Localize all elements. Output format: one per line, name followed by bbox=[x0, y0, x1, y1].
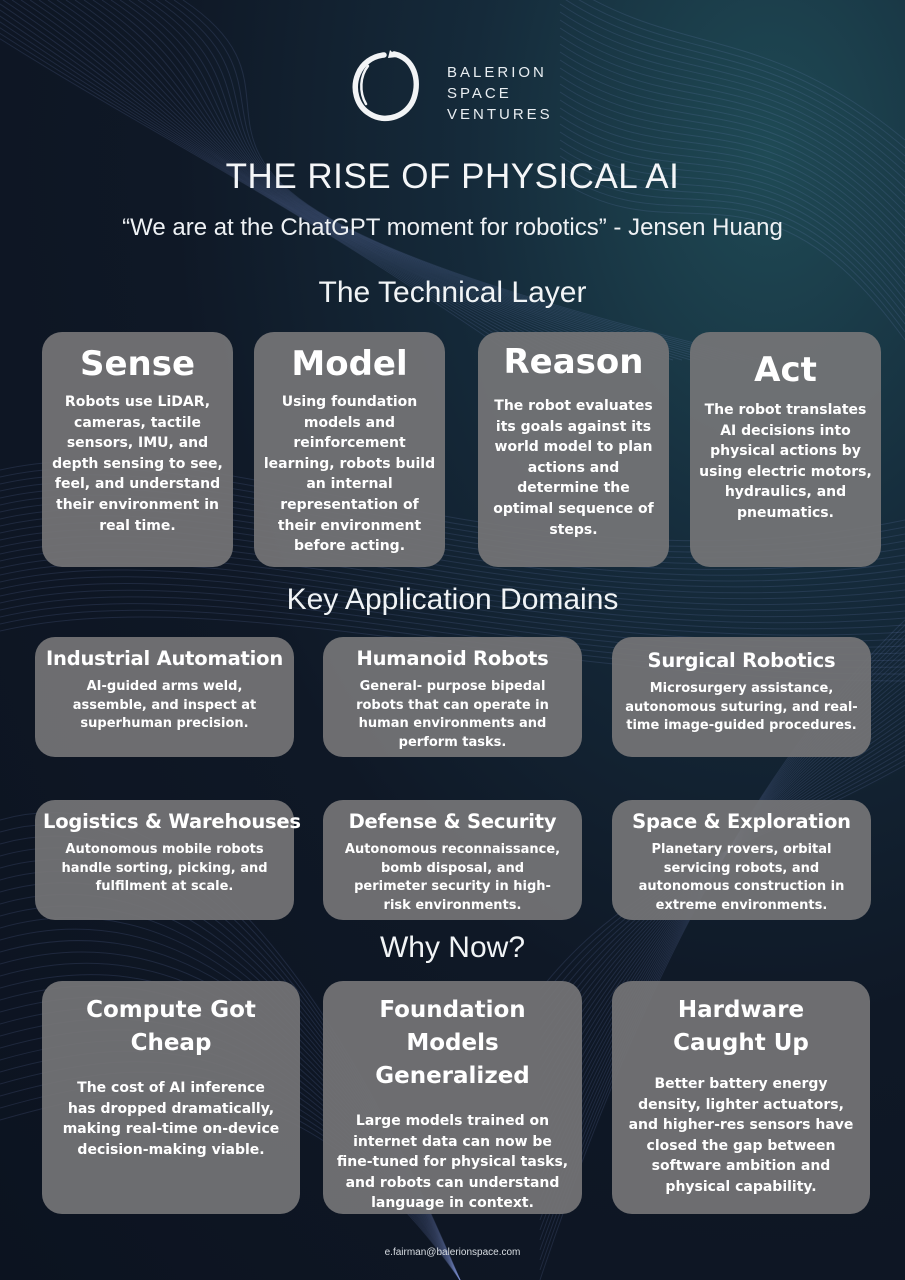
card-title: Space & Exploration bbox=[632, 810, 851, 833]
section-heading-why-now: Why Now? bbox=[379, 931, 526, 964]
card-description: Robots use LiDAR, cameras, tactile senso… bbox=[52, 394, 223, 534]
card-space-exploration: Space & Exploration Planetary rovers, or… bbox=[612, 800, 871, 920]
card-description: Microsurgery assistance, autonomous sutu… bbox=[625, 681, 858, 733]
brand-wordmark: BALERION SPACE VENTURES bbox=[447, 62, 553, 125]
card-description: Planetary rovers, orbital servicing robo… bbox=[638, 842, 845, 913]
card-description: Autonomous mobile robots handle sorting,… bbox=[61, 842, 268, 894]
card-act: Act The robot translates AI decisions in… bbox=[690, 332, 881, 567]
card-description: The robot translates AI decisions into p… bbox=[699, 402, 872, 521]
card-surgical-robotics: Surgical Robotics Microsurgery assistanc… bbox=[612, 637, 871, 757]
card-hardware-caught-up: Hardware Caught Up Better battery energy… bbox=[612, 981, 870, 1214]
section-heading-application-domains: Key Application Domains bbox=[286, 583, 619, 616]
card-description: Better battery energy density, lighter a… bbox=[628, 1076, 854, 1195]
card-description: General- purpose bipedal robots that can… bbox=[356, 679, 549, 750]
card-title: Defense & Security bbox=[348, 810, 557, 833]
brand-line-2: SPACE bbox=[447, 85, 512, 102]
card-title: Compute Got Cheap bbox=[86, 997, 256, 1056]
card-description: AI-guided arms weld, assemble, and inspe… bbox=[72, 679, 257, 731]
card-title: Sense bbox=[79, 344, 196, 384]
card-title: Industrial Automation bbox=[45, 647, 284, 670]
card-title: Hardware Caught Up bbox=[673, 997, 809, 1056]
card-title: Humanoid Robots bbox=[356, 647, 549, 670]
card-model: Model Using foundation models and reinfo… bbox=[254, 332, 445, 567]
card-defense-security: Defense & Security Autonomous reconnaiss… bbox=[323, 800, 582, 920]
card-description: Large models trained on internet data ca… bbox=[336, 1113, 569, 1212]
brand-line-3: VENTURES bbox=[447, 106, 553, 123]
card-title: Surgical Robotics bbox=[647, 649, 836, 672]
card-industrial-automation: Industrial Automation AI-guided arms wel… bbox=[35, 637, 294, 757]
brand-line-1: BALERION bbox=[447, 64, 547, 81]
card-reason: Reason The robot evaluates its goals aga… bbox=[478, 332, 669, 567]
card-description: Using foundation models and reinforcemen… bbox=[263, 394, 436, 555]
card-sense: Sense Robots use LiDAR, cameras, tactile… bbox=[42, 332, 233, 567]
card-title: Reason bbox=[503, 342, 644, 382]
card-title: Logistics & Warehouses bbox=[43, 810, 301, 833]
contact-email[interactable]: e.fairman@balerionspace.com bbox=[384, 1247, 521, 1258]
card-title: Model bbox=[291, 344, 408, 384]
quote: “We are at the ChatGPT moment for roboti… bbox=[122, 214, 783, 241]
card-compute-got-cheap: Compute Got Cheap The cost of AI inferen… bbox=[42, 981, 300, 1214]
card-title: Foundation Models Generalized bbox=[375, 997, 530, 1089]
page-title: THE RISE OF PHYSICAL AI bbox=[225, 157, 680, 196]
logo-ring-icon bbox=[352, 50, 419, 121]
section-heading-technical-layer: The Technical Layer bbox=[318, 276, 587, 309]
card-title: Act bbox=[754, 350, 817, 390]
card-humanoid-robots: Humanoid Robots General- purpose bipedal… bbox=[323, 637, 582, 757]
card-logistics-warehouses: Logistics & Warehouses Autonomous mobile… bbox=[35, 800, 301, 920]
card-description: The cost of AI inference has dropped dra… bbox=[62, 1080, 280, 1158]
card-foundation-models-generalized: Foundation Models Generalized Large mode… bbox=[323, 981, 582, 1214]
card-description: The robot evaluates its goals against it… bbox=[493, 398, 654, 538]
brand-logo: BALERION SPACE VENTURES bbox=[350, 46, 560, 128]
card-description: Autonomous reconnaissance, bomb disposal… bbox=[344, 842, 561, 913]
